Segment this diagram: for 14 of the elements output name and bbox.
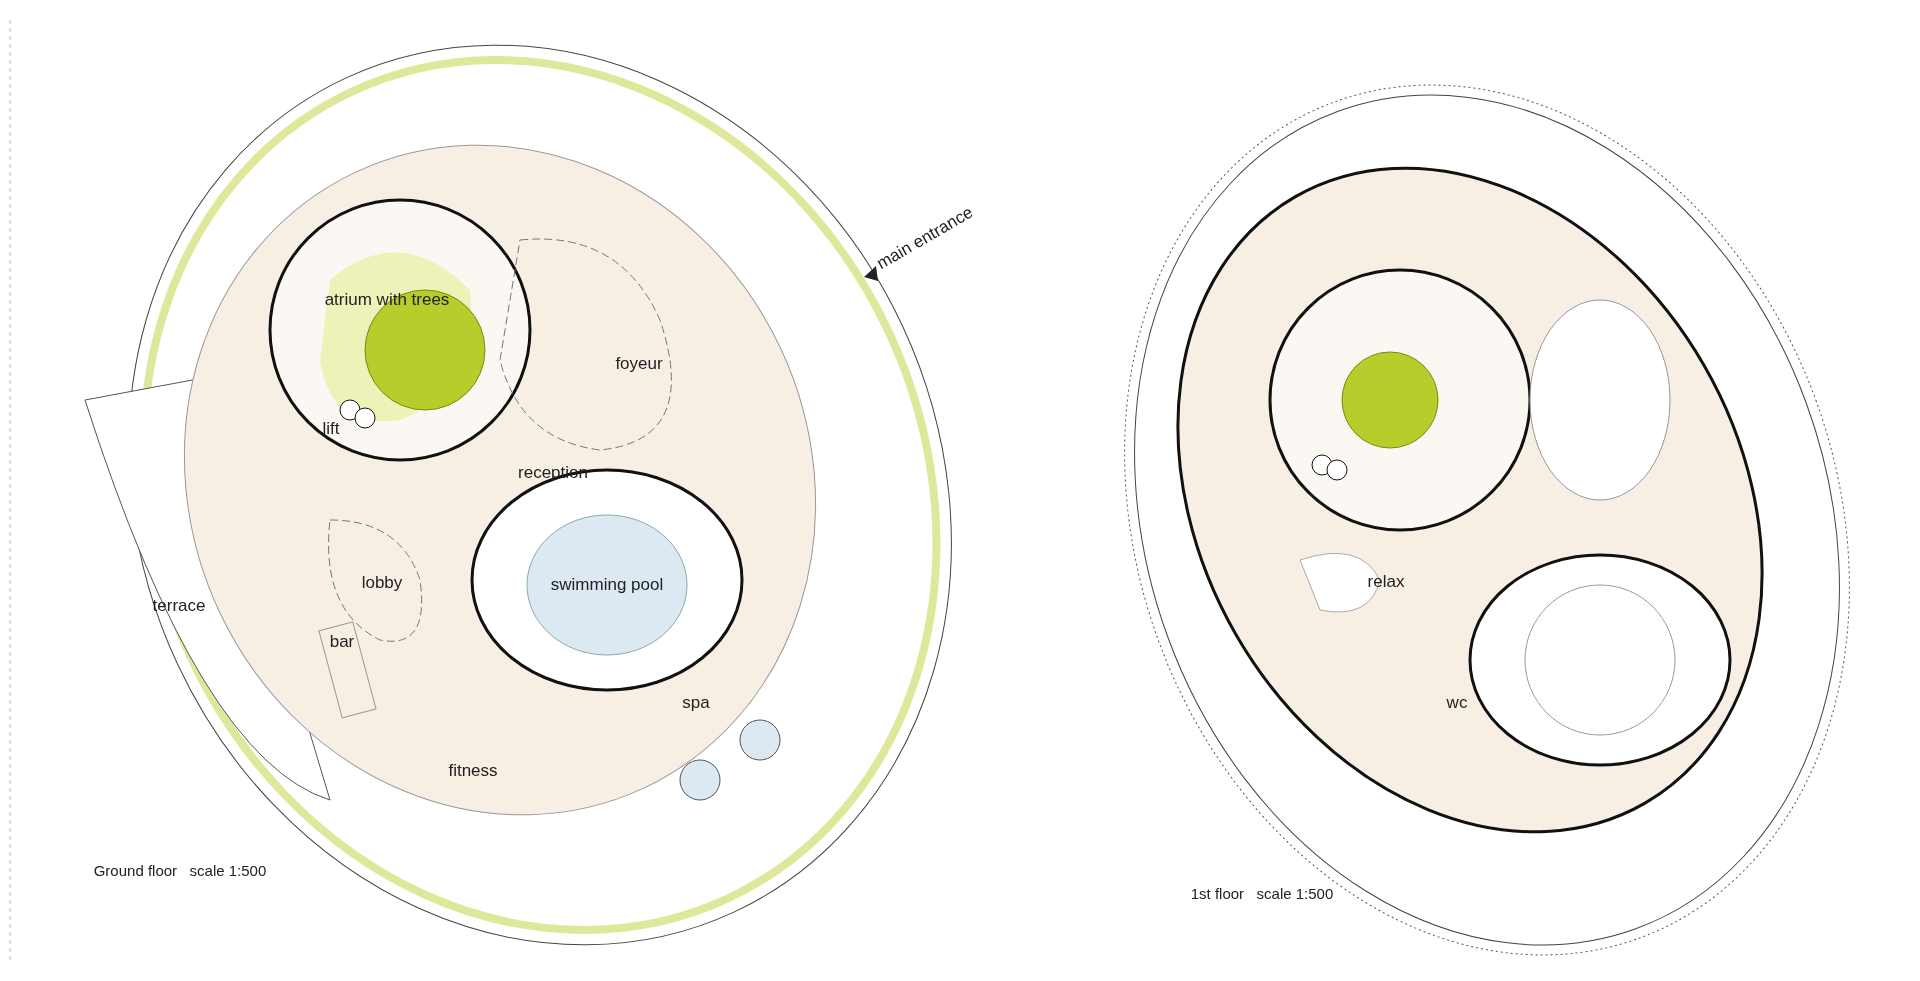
room-label: lobby [361,572,403,595]
room-label: spa [682,692,710,715]
plan-caption: 1st floor scale 1:500 [1190,883,1334,904]
room-label: reception [518,462,588,485]
room-label: swimming pool [550,574,664,597]
room-label: fitness [448,760,498,783]
room-label: terrace [152,595,206,618]
room-label: lift [322,418,340,441]
room-label: wc [1446,692,1468,715]
plan-caption: Ground floor scale 1:500 [93,860,267,881]
room-label: bar [329,631,355,654]
room-label: foyeur [615,353,663,376]
room-label: atrium with trees [324,289,450,312]
room-label: relax [1367,571,1405,594]
